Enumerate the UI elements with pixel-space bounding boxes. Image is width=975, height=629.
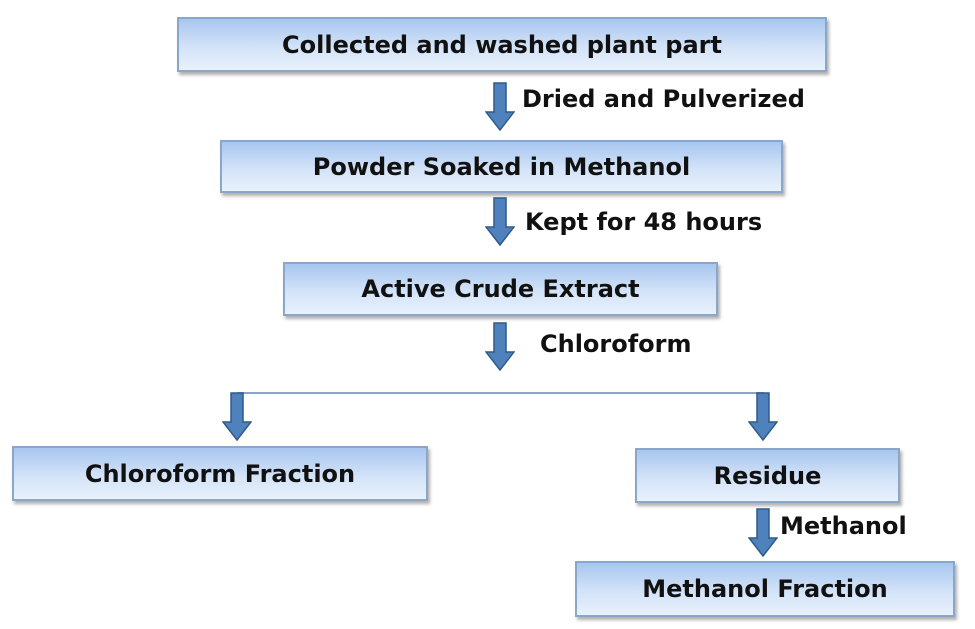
box-collected-plant-part: Collected and washed plant part <box>177 17 827 72</box>
box-chloroform-fraction: Chloroform Fraction <box>12 446 428 501</box>
box-powder-soaked: Powder Soaked in Methanol <box>220 140 783 193</box>
step-kept-48-hours: Kept for 48 hours <box>525 208 763 236</box>
box-residue: Residue <box>635 448 900 503</box>
arrow-down-icon <box>485 322 515 372</box>
box-methanol-fraction: Methanol Fraction <box>575 561 955 617</box>
arrow-down-icon <box>485 82 515 132</box>
step-dried-pulverized: Dried and Pulverized <box>522 85 805 113</box>
arrow-down-icon <box>748 508 778 558</box>
step-methanol: Methanol <box>780 512 907 540</box>
step-chloroform: Chloroform <box>540 330 692 358</box>
box-active-crude-extract: Active Crude Extract <box>283 262 718 316</box>
arrow-down-icon <box>748 392 778 442</box>
branch-line <box>237 392 764 394</box>
arrow-down-icon <box>485 197 515 247</box>
arrow-down-icon <box>222 392 252 442</box>
